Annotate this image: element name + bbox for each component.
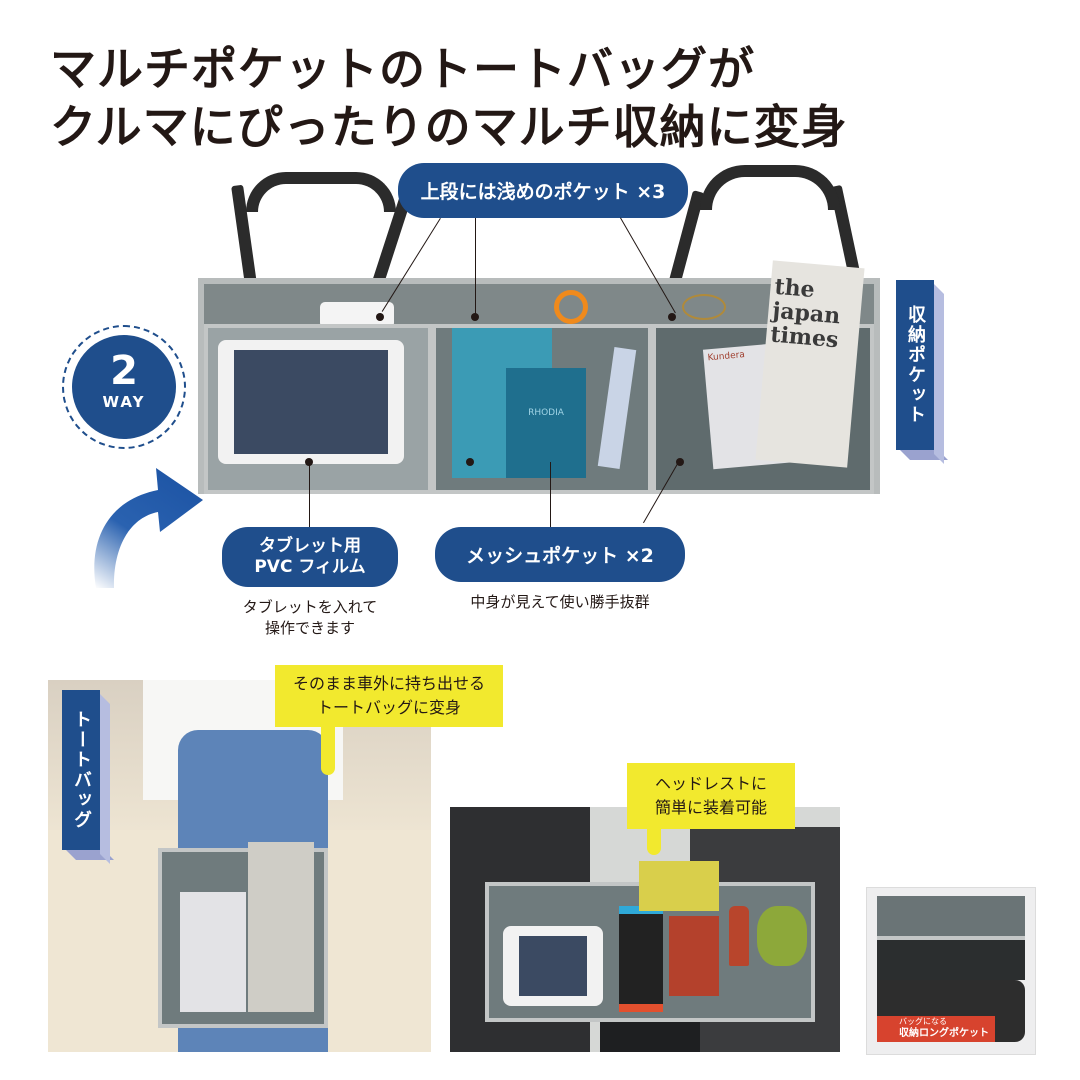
mesh-description: 中身が見えて使い勝手抜群 <box>470 593 650 611</box>
upper-pockets-callout: 上段には浅めのポケット ×3 <box>398 163 688 218</box>
tablet-film-line2: PVC フィルム <box>254 557 366 577</box>
yellow-notebook <box>639 861 719 911</box>
mesh-pocket-left: RHODIA <box>432 324 652 494</box>
tablet <box>218 340 404 464</box>
badge-unit: WAY <box>102 393 146 411</box>
tote-book <box>180 892 246 1012</box>
package-top <box>877 896 1025 940</box>
tablet-film-line1: タブレット用 <box>259 536 361 556</box>
storage-pocket-label: 収納ポケット <box>896 280 934 450</box>
callout-dot <box>668 313 676 321</box>
callout-dot <box>471 313 479 321</box>
tote-newspaper <box>248 842 314 1012</box>
tote-bag-label: トートバッグ <box>62 690 100 850</box>
curved-arrow-icon <box>94 468 203 588</box>
notebook-dark: RHODIA <box>506 368 586 478</box>
leader-line-tablet <box>309 462 310 528</box>
package-label-band: バッグになる 収納ロングポケット <box>877 1016 995 1042</box>
package-label: バッグになる 収納ロングポケット <box>877 980 1025 1042</box>
headline-line1: マルチポケットのトートバッグが <box>50 42 755 96</box>
callout-dot <box>676 458 684 466</box>
upper-pocket-band <box>204 284 874 324</box>
toy-ball <box>757 906 807 966</box>
right-strap-top <box>700 165 840 210</box>
tote-bag <box>158 842 328 1028</box>
scissors <box>554 290 588 324</box>
upper-pockets-label: 上段には浅めのポケット ×3 <box>420 181 666 203</box>
mounted-organizer <box>485 861 815 1022</box>
organizer-bag-image: RHODIA Kundera the japan times <box>198 260 880 494</box>
mesh-pockets-callout: メッシュポケット ×2 <box>435 527 685 582</box>
car-tablet <box>503 926 603 1006</box>
car-speech-bubble: ヘッドレストに 簡単に装着可能 <box>627 763 795 855</box>
tablet-pocket <box>204 324 432 494</box>
drink-bottle <box>729 906 749 966</box>
snack-bag <box>669 916 719 996</box>
headline: マルチポケットのトートバッグが クルマにぴったりのマルチ収納に変身 <box>50 40 848 156</box>
car-headrest-photo <box>450 807 840 1052</box>
newspaper: the japan times <box>755 260 865 468</box>
callout-dot <box>466 458 474 466</box>
tablet-description: タブレットを入れて 操作できます <box>242 598 378 637</box>
tote-speech-bubble: そのまま車外に持ち出せる トートバッグに変身 <box>275 665 503 775</box>
mesh-pockets-label: メッシュポケット ×2 <box>466 545 654 567</box>
leader-line-upper-2 <box>475 218 476 318</box>
badge-ring <box>62 325 186 449</box>
tablet-film-callout: タブレット用 PVC フィルム <box>222 527 398 587</box>
tote-bag-text: トートバッグ <box>71 710 92 830</box>
storage-pocket-text: 収納ポケット <box>905 305 926 425</box>
left-strap-top <box>246 172 396 212</box>
leader-line-mesh-1 <box>550 462 551 528</box>
two-way-badge: 2 WAY <box>72 335 176 439</box>
headline-line2: クルマにぴったりのマルチ収納に変身 <box>50 100 848 154</box>
product-package-photo: バッグになる 収納ロングポケット <box>866 887 1036 1055</box>
game-console <box>619 906 663 1012</box>
tote-bag-photo <box>48 680 431 1052</box>
glasses <box>682 294 726 320</box>
callout-dot <box>376 313 384 321</box>
badge-number: 2 <box>110 348 138 394</box>
pill-case <box>597 347 637 469</box>
package-mesh <box>877 940 1025 980</box>
